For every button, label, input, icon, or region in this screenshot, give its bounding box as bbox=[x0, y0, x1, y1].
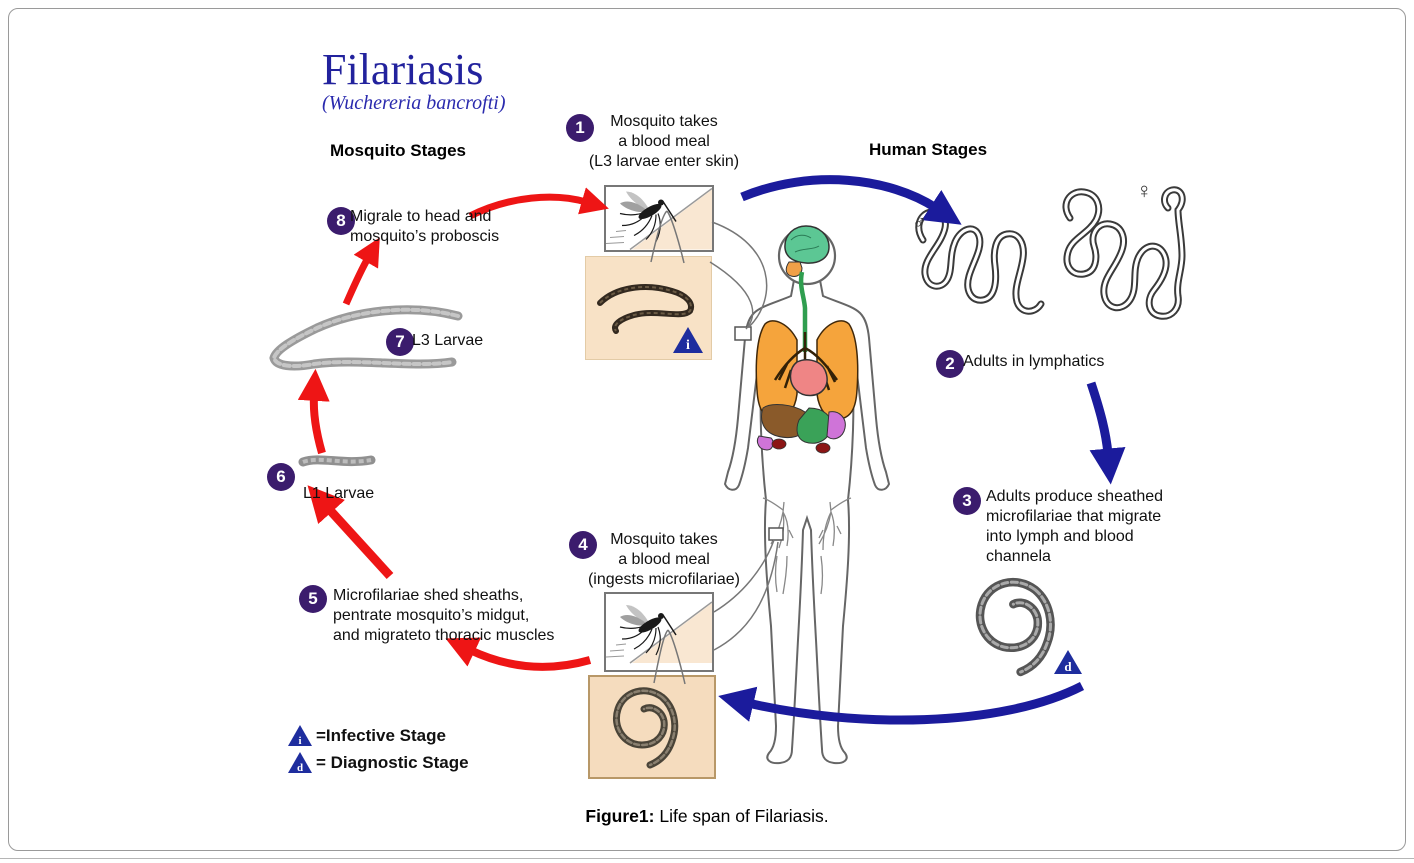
figure-border bbox=[8, 8, 1406, 851]
lymphatic-vessels bbox=[762, 497, 852, 595]
stage-2-label: Adults in lymphatics bbox=[963, 353, 1105, 370]
legend-infective-row: i =Infective Stage bbox=[288, 722, 469, 749]
heart bbox=[789, 359, 828, 397]
esophagus bbox=[798, 271, 808, 352]
infective-stage-icon: i bbox=[288, 725, 312, 746]
male-symbol: ♂ bbox=[912, 212, 927, 234]
sheathed-microfilaria-illustration bbox=[948, 556, 1098, 696]
stage-4-label: Mosquito takes a blood meal (ingests mic… bbox=[587, 531, 741, 588]
mosquito-illustration bbox=[605, 187, 713, 251]
legend-diagnostic-label: = Diagnostic Stage bbox=[316, 752, 469, 772]
page-subtitle: (Wuchereria bancrofti) bbox=[322, 92, 506, 114]
mosquito-bite-box-top bbox=[604, 185, 714, 252]
mosquito-stages-heading: Mosquito Stages bbox=[330, 141, 467, 160]
microfilaria-box bbox=[588, 675, 716, 779]
stage-4-number: 4 bbox=[569, 531, 597, 559]
stage-1-label: Mosquito takes a blood meal (L3 larvae e… bbox=[588, 113, 740, 170]
stage-7-number: 7 bbox=[386, 328, 414, 356]
figure-caption: Figure1: Life span of Filariasis. bbox=[0, 806, 1414, 827]
stage-5-label: Microfilariae shed sheaths, pentrate mos… bbox=[333, 587, 555, 644]
stage-5-number: 5 bbox=[299, 585, 327, 613]
legend: i =Infective Stage d = Diagnostic Stage bbox=[288, 722, 469, 776]
stage-1-number: 1 bbox=[566, 114, 594, 142]
female-symbol: ♀ bbox=[1136, 178, 1153, 203]
page-title: Filariasis bbox=[322, 45, 484, 94]
mosquito-illustration bbox=[605, 601, 713, 664]
legend-infective-label: =Infective Stage bbox=[316, 725, 446, 745]
human-body-illustration bbox=[723, 225, 891, 765]
l1-larvae-illustration bbox=[298, 455, 376, 467]
body-outline bbox=[723, 279, 891, 765]
stage-3-number: 3 bbox=[953, 487, 981, 515]
liver bbox=[761, 404, 808, 439]
l3-larva-dark-illustration bbox=[597, 284, 694, 334]
shoulder-callout-marker bbox=[734, 326, 752, 341]
stage-7-label: L3 Larvae bbox=[412, 332, 484, 349]
diagnostic-stage-icon: d bbox=[288, 752, 312, 773]
figure-caption-text: Life span of Filariasis. bbox=[654, 806, 829, 826]
stage-6-number: 6 bbox=[267, 463, 295, 491]
bottom-divider bbox=[0, 858, 1414, 859]
stage-3-label: Adults produce sheathed microfilariae th… bbox=[986, 488, 1164, 565]
brain bbox=[784, 225, 830, 264]
l3-larvae-illustration bbox=[269, 305, 463, 371]
stage-6-label: L1 Larvae bbox=[303, 485, 375, 502]
stage-2-number: 2 bbox=[936, 350, 964, 378]
stage-8-number: 8 bbox=[327, 207, 355, 235]
figure-caption-label: Figure1: bbox=[585, 806, 655, 826]
mosquito-bite-box-bottom bbox=[604, 592, 714, 672]
infective-larva-box: i bbox=[585, 256, 712, 360]
thigh-callout-marker bbox=[768, 527, 784, 541]
human-stages-heading: Human Stages bbox=[869, 140, 988, 159]
curled-microfilaria-illustration bbox=[590, 677, 714, 777]
stomach bbox=[796, 407, 832, 444]
legend-diagnostic-row: d = Diagnostic Stage bbox=[288, 749, 469, 776]
stage-8-label: Migrale to head and mosquito’s proboscis bbox=[350, 208, 500, 245]
